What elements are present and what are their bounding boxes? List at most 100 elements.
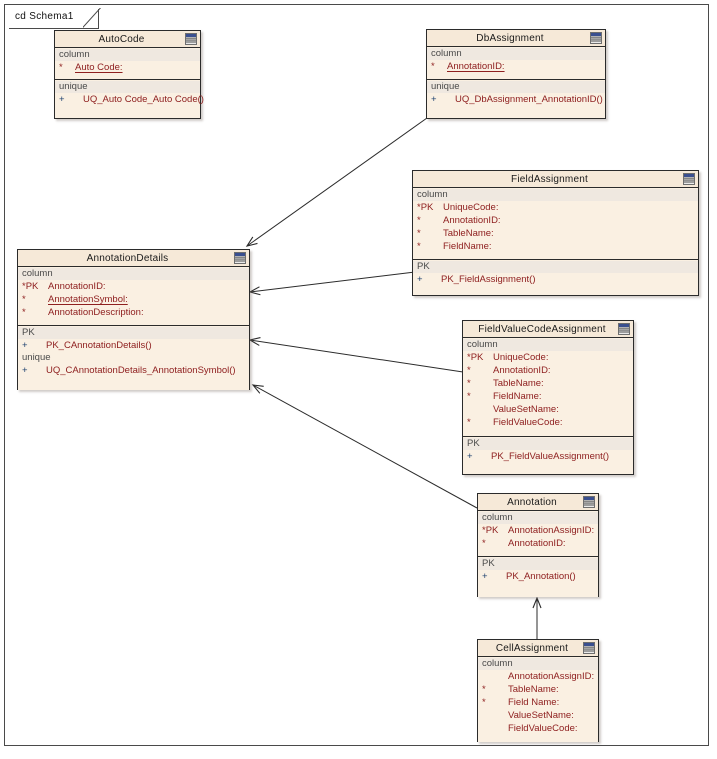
class-title-annotation: Annotation: [507, 496, 557, 508]
attribute-row: * AnnotationID:: [427, 60, 605, 73]
diagram-frame-label: cd Schema1: [15, 11, 74, 22]
attribute-mark: *: [22, 294, 26, 305]
compartment-unique-dbassignment: unique + UQ_DbAssignment_AnnotationID(): [427, 80, 605, 118]
attribute-mark: *: [467, 378, 471, 389]
compartment-stereotype: column: [427, 48, 605, 60]
attribute-mark: [463, 403, 483, 416]
attribute-name: AnnotationID:: [508, 538, 566, 549]
attribute-mark: [478, 709, 498, 722]
compartment-stereotype: column: [478, 512, 598, 524]
attribute-name: FieldValueCode:: [493, 417, 563, 428]
attribute-name: AnnotationID:: [443, 215, 501, 226]
compartment-column-dbassignment: column * AnnotationID:: [427, 47, 605, 80]
class-header-autocode: AutoCode: [55, 31, 200, 48]
operation-row: + PK_Annotation(): [478, 570, 598, 583]
attribute-name: TableName:: [508, 684, 559, 695]
attribute-mark: *PK: [467, 352, 484, 363]
operation-name: UQ_DbAssignment_AnnotationID(): [455, 94, 603, 105]
attribute-mark: *: [431, 61, 435, 72]
class-box-annotationdetails[interactable]: AnnotationDetails column *PK AnnotationI…: [17, 249, 250, 390]
attribute-mark: *PK: [482, 525, 499, 536]
attribute-name: Auto Code:: [75, 62, 123, 73]
operation-row: + UQ_DbAssignment_AnnotationID(): [427, 93, 605, 106]
attribute-row: *PK UniqueCode:: [413, 201, 698, 214]
compartment-stereotype: column: [55, 49, 200, 61]
attribute-mark: *: [467, 417, 471, 428]
class-box-annotation[interactable]: Annotation column *PK AnnotationAssignID…: [477, 493, 599, 597]
compartment-pk-annotation: PK + PK_Annotation(): [478, 557, 598, 597]
attribute-name: AnnotationAssignID:: [508, 671, 595, 682]
class-title-annotationdetails: AnnotationDetails: [86, 252, 169, 264]
class-title-dbassignment: DbAssignment: [476, 32, 544, 44]
attribute-mark: *PK: [22, 281, 39, 292]
compartment-column-fieldassignment: column *PK UniqueCode: * AnnotationID: *…: [413, 188, 698, 260]
attribute-mark: [478, 670, 498, 683]
attribute-row: *PK AnnotationID:: [18, 280, 249, 293]
class-header-cellassignment: CellAssignment: [478, 640, 598, 657]
attribute-name: AnnotationID:: [493, 365, 551, 376]
compartment-column-annotationdetails: column *PK AnnotationID: * AnnotationSym…: [18, 267, 249, 326]
diagram-frame-tab-bevel: [83, 8, 105, 30]
operation-name: UQ_Auto Code_Auto Code(): [83, 94, 204, 105]
compartment-stereotype-inline: unique: [22, 352, 51, 363]
operation-row: + PK_FieldValueAssignment(): [463, 450, 633, 463]
attribute-mark: *: [59, 62, 63, 73]
attribute-row: * FieldName:: [413, 240, 698, 253]
table-icon: [590, 32, 602, 44]
class-box-cellassignment[interactable]: CellAssignment column AnnotationAssignID…: [477, 639, 599, 742]
operation-row: + UQ_Auto Code_Auto Code(): [55, 93, 204, 106]
attribute-name: UniqueCode:: [493, 352, 549, 363]
class-header-fieldvaluecodeassignment: FieldValueCodeAssignment: [463, 321, 633, 338]
operation-visibility: +: [417, 274, 423, 285]
attribute-row: * TableName:: [463, 377, 633, 390]
operation-name: PK_CAnnotationDetails(): [46, 340, 152, 351]
attribute-row: * AnnotationID:: [413, 214, 698, 227]
class-box-dbassignment[interactable]: DbAssignment column * AnnotationID: uniq…: [426, 29, 606, 119]
class-box-fieldassignment[interactable]: FieldAssignment column *PK UniqueCode: *…: [412, 170, 699, 296]
attribute-row: * Auto Code:: [55, 61, 200, 74]
operation-visibility: +: [22, 365, 28, 376]
attribute-name: AnnotationDescription:: [48, 307, 144, 318]
operation-row: + PK_CAnnotationDetails(): [18, 339, 249, 352]
compartment-column-fieldvaluecodeassignment: column *PK UniqueCode: * AnnotationID: *…: [463, 338, 633, 437]
compartment-column-autocode: column * Auto Code:: [55, 48, 200, 80]
operation-name: PK_FieldValueAssignment(): [491, 451, 610, 462]
attribute-row: * AnnotationID:: [463, 364, 633, 377]
compartment-stereotype: PK: [18, 327, 249, 339]
operation-row: + UQ_CAnnotationDetails_AnnotationSymbol…: [18, 364, 249, 377]
operation-visibility: +: [22, 340, 28, 351]
attribute-mark: *: [417, 228, 421, 239]
compartment-stereotype: PK: [413, 261, 698, 273]
attribute-row: * TableName:: [478, 683, 598, 696]
compartment-column-cellassignment: column AnnotationAssignID: * TableName: …: [478, 657, 598, 742]
compartment-stereotype: unique: [55, 81, 200, 93]
table-icon: [683, 173, 695, 185]
class-title-fieldassignment: FieldAssignment: [511, 173, 588, 185]
class-box-fieldvaluecodeassignment[interactable]: FieldValueCodeAssignment column *PK Uniq…: [462, 320, 634, 475]
table-icon: [234, 252, 246, 264]
attribute-name: ValueSetName:: [508, 710, 574, 721]
attribute-row: * AnnotationDescription:: [18, 306, 249, 319]
attribute-name: AnnotationAssignID:: [508, 525, 595, 536]
operation-visibility: +: [482, 571, 488, 582]
table-icon: [185, 33, 197, 45]
table-icon: [583, 642, 595, 654]
compartment-stereotype: column: [478, 658, 598, 670]
attribute-row: *PK UniqueCode:: [463, 351, 633, 364]
operation-name: PK_Annotation(): [506, 571, 576, 582]
class-box-autocode[interactable]: AutoCode column * Auto Code: unique + U: [54, 30, 204, 119]
attribute-row: * TableName:: [413, 227, 698, 240]
table-icon: [618, 323, 630, 335]
attribute-name: FieldValueCode:: [508, 723, 578, 734]
compartment-pk-fieldvaluecodeassignment: PK + PK_FieldValueAssignment(): [463, 437, 633, 474]
compartment-stereotype: column: [18, 268, 249, 280]
attribute-mark: *: [467, 391, 471, 402]
class-header-annotationdetails: AnnotationDetails: [18, 250, 249, 267]
attribute-name: FieldName:: [493, 391, 542, 402]
attribute-mark: *: [482, 684, 486, 695]
attribute-name: TableName:: [443, 228, 494, 239]
attribute-mark: *PK: [417, 202, 434, 213]
class-header-fieldassignment: FieldAssignment: [413, 171, 698, 188]
attribute-row: AnnotationAssignID:: [478, 670, 598, 683]
attribute-row: FieldValueCode:: [478, 722, 598, 735]
